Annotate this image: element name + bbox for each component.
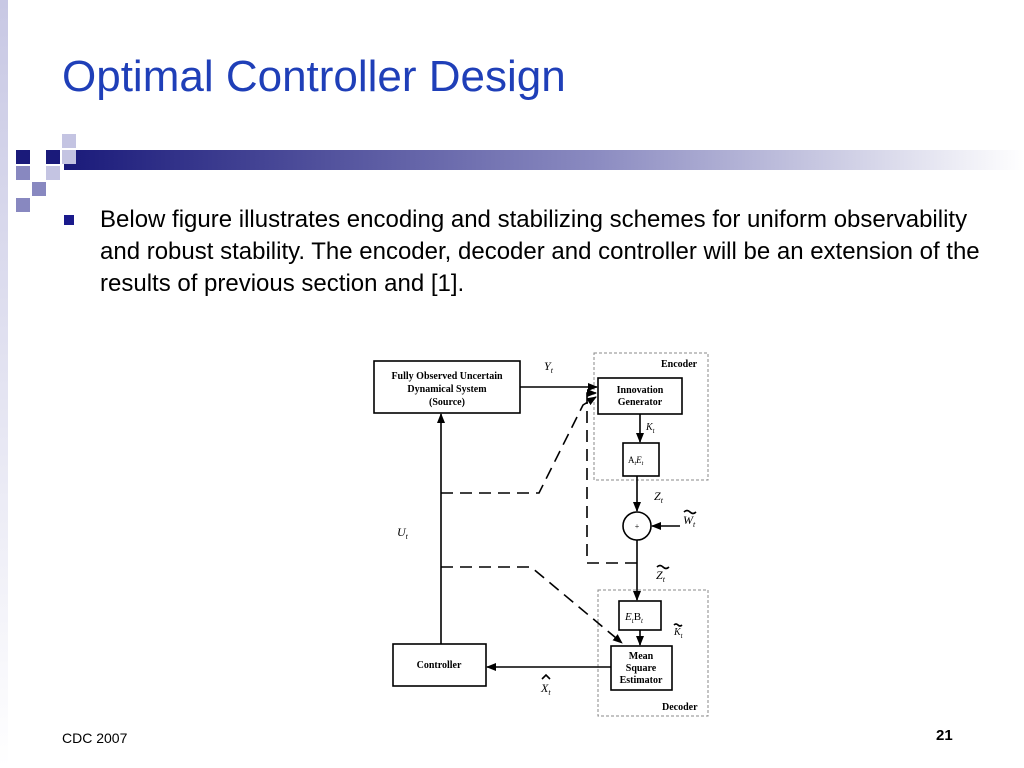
- dashed-feedback-to-decoder: [441, 566, 623, 644]
- encoder-label: Encoder: [661, 359, 698, 370]
- decoder-group: [597, 589, 709, 717]
- slide-title: Optimal Controller Design: [62, 52, 566, 101]
- bullet-text: Below figure illustrates encoding and st…: [100, 206, 980, 297]
- page-number: 21: [936, 727, 953, 744]
- signal-w: Wt: [683, 513, 696, 529]
- innovation-generator-box: [597, 377, 683, 415]
- encoder-group: [593, 352, 709, 481]
- sum-node-sign: +: [635, 522, 640, 531]
- source-box-line-3: (Source): [429, 397, 465, 408]
- signal-k-tilde: Kt: [673, 627, 684, 640]
- footer-conference: CDC 2007: [62, 730, 128, 746]
- encoder-matrix-label: AtEt: [628, 455, 644, 467]
- decoder-matrix-box: [618, 600, 662, 631]
- source-box-line-1: Fully Observed Uncertain: [391, 371, 503, 382]
- mean-square-estimator-box: [610, 645, 673, 691]
- estimator-box-line-1: Mean: [629, 651, 654, 662]
- controller-box-label: Controller: [417, 660, 462, 671]
- controller-box: [392, 643, 487, 687]
- estimator-box-line-2: Square: [626, 663, 657, 674]
- innovation-box-line-1: Innovation: [617, 385, 664, 396]
- encoder-matrix-box: [622, 442, 660, 477]
- dashed-channel-loop: [586, 389, 637, 564]
- signal-u: Ut: [397, 525, 409, 541]
- decoder-label: Decoder: [662, 702, 698, 713]
- source-box-line-2: Dynamical System: [407, 384, 487, 395]
- signal-z-tilde: Zt: [656, 568, 666, 584]
- dashed-feedback-to-encoder: [441, 396, 597, 494]
- signal-y: Yt: [544, 359, 554, 375]
- innovation-box-line-2: Generator: [618, 397, 663, 408]
- decoder-matrix-label: EtBt: [624, 611, 644, 625]
- bullet-marker: [64, 215, 74, 225]
- signal-x-hat-mark: [541, 673, 551, 680]
- signal-w-tilde: [683, 509, 697, 515]
- estimator-box-line-3: Estimator: [620, 675, 663, 686]
- signal-z: Zt: [654, 489, 664, 505]
- signal-x-hat: Xt: [540, 681, 551, 697]
- signal-k: Kt: [645, 422, 656, 435]
- signal-z-tilde-mark: [656, 564, 670, 570]
- signal-k-tilde-mark: [673, 623, 683, 627]
